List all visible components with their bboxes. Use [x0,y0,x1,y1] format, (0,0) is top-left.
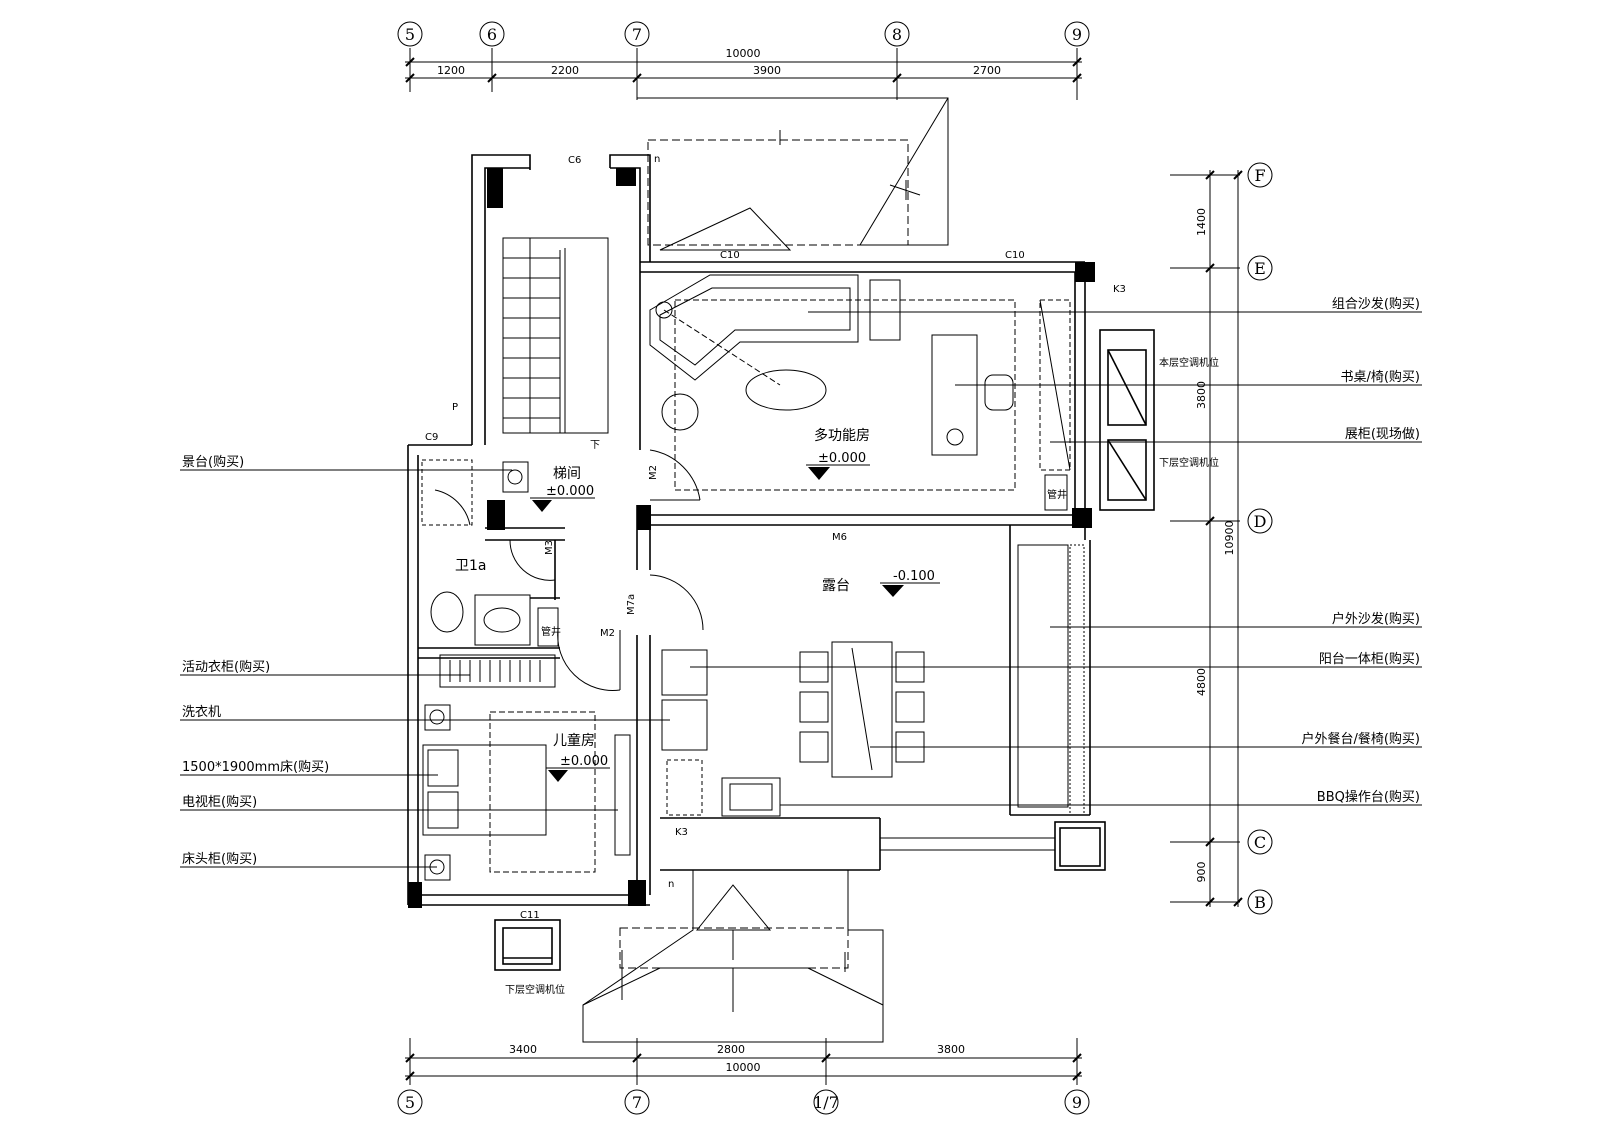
roof-bottom [582,869,884,1043]
room-bath-name: 卫1a [455,558,487,574]
grid-label-right: F [1254,166,1265,185]
opening-m6: M6 [832,532,847,543]
dim-segment: 3900 [753,64,781,77]
callout-display-cabinet: 展柜(现场做) [1345,427,1420,442]
dim-segment: 1200 [437,64,465,77]
staircase [502,237,609,434]
callout-tv-cabinet: 电视柜(购买) [182,794,257,810]
dim-segment: 3800 [1195,381,1208,409]
callout-outdoor-sofa: 户外沙发(购买) [1332,611,1420,627]
dim-total-bottom: 10000 [726,1061,761,1074]
dim-segment: 900 [1195,862,1208,883]
grid-bubble [624,21,650,47]
room-stair-level: ±0.000 [546,484,594,499]
room-terrace-level: -0.100 [893,569,935,584]
callout-wardrobe: 活动衣柜(购买) [182,659,270,675]
grid-bubble [1247,508,1273,534]
grid-label-right: C [1254,833,1266,852]
ac-label: 本层空调机位 [1159,356,1219,369]
callout-bbq: BBQ操作台(购买) [1317,789,1420,805]
columns [408,168,1095,908]
dim-total-top: 10000 [726,47,761,60]
grid-bubble [884,21,910,47]
grid-bubble [397,1089,423,1115]
callout-bed: 1500*1900mm床(购买) [182,759,329,775]
opening-c10: C10 [720,250,740,261]
opening-c9: C9 [425,432,438,443]
grid-label-right: E [1254,259,1266,278]
callout-scenery-table: 景台(购买) [182,454,244,470]
stair-down-label: 下 [590,440,600,451]
dim-total-right: 10900 [1223,521,1236,556]
room-child-level: ±0.000 [560,754,608,769]
opening-p: P [452,402,458,413]
grid-label-bottom: 7 [632,1093,642,1112]
room-terrace-name: 露台 [822,578,850,594]
grid-label-top: 5 [405,25,415,44]
grid-axes-bottom [397,1038,1090,1115]
dim-segment: 3400 [509,1043,537,1056]
grid-axes-top [397,21,1090,100]
opening-n: n [668,879,674,890]
grid-label-top: 7 [632,25,642,44]
grid-axes-right [1170,162,1273,915]
callout-sofa: 组合沙发(购买) [1332,296,1420,312]
grid-bubble [813,1089,839,1115]
opening-n: n [654,154,660,165]
grid-label-right: D [1254,512,1267,531]
shaft-label: 管井 [541,625,561,638]
room-multi-level: ±0.000 [818,451,866,466]
grid-bubble [1247,889,1273,915]
grid-label-top: 9 [1072,25,1082,44]
callout-washer: 洗衣机 [182,704,221,720]
furniture [421,274,1085,881]
grid-label-bottom: 9 [1072,1093,1082,1112]
dim-segment: 2200 [551,64,579,77]
room-child-name: 儿童房 [553,732,595,749]
grid-bubble [1064,21,1090,47]
opening-c11: C11 [520,910,540,921]
opening-m2: M2 [600,628,615,639]
opening-m7a: M7a [626,594,637,615]
grid-bubble [1247,255,1273,281]
room-multi-name: 多功能房 [814,427,870,444]
opening-m3: M3 [544,540,555,555]
dim-segment: 3800 [937,1043,965,1056]
grid-label-right: B [1254,893,1266,912]
callout-desk: 书桌/椅(购买) [1340,369,1420,385]
walls [407,154,1155,971]
roof-top [637,97,949,251]
opening-c6: C6 [568,155,581,166]
grid-bubble [397,21,423,47]
opening-k3: K3 [675,827,688,838]
grid-label-top: 6 [487,25,497,44]
grid-label-bottom: 1/7 [813,1093,839,1112]
shaft-label: 管井 [1047,488,1067,501]
ac-label: 下层空调机位 [505,983,565,996]
callout-leaders [180,311,1422,868]
room-stair-name: 梯间 [553,466,581,482]
grid-bubble [1064,1089,1090,1115]
grid-label-bottom: 5 [405,1093,415,1112]
grid-bubble [1247,162,1273,188]
dim-segment: 1400 [1195,208,1208,236]
callout-nightstand: 床头柜(购买) [182,851,257,867]
opening-c10: C10 [1005,250,1025,261]
grid-bubble [479,21,505,47]
grid-bubble [1247,829,1273,855]
dim-segment: 2800 [717,1043,745,1056]
grid-bubble [624,1089,650,1115]
opening-k3: K3 [1113,284,1126,295]
dim-segment: 4800 [1195,668,1208,696]
callout-balcony-cabinet: 阳台一体柜(购买) [1319,651,1420,667]
level-markers [532,467,904,782]
dim-segment: 2700 [973,64,1001,77]
callout-dining: 户外餐台/餐椅(购买) [1301,731,1420,747]
opening-m2: M2 [648,465,659,480]
grid-label-top: 8 [892,25,902,44]
ac-label: 下层空调机位 [1159,456,1219,469]
